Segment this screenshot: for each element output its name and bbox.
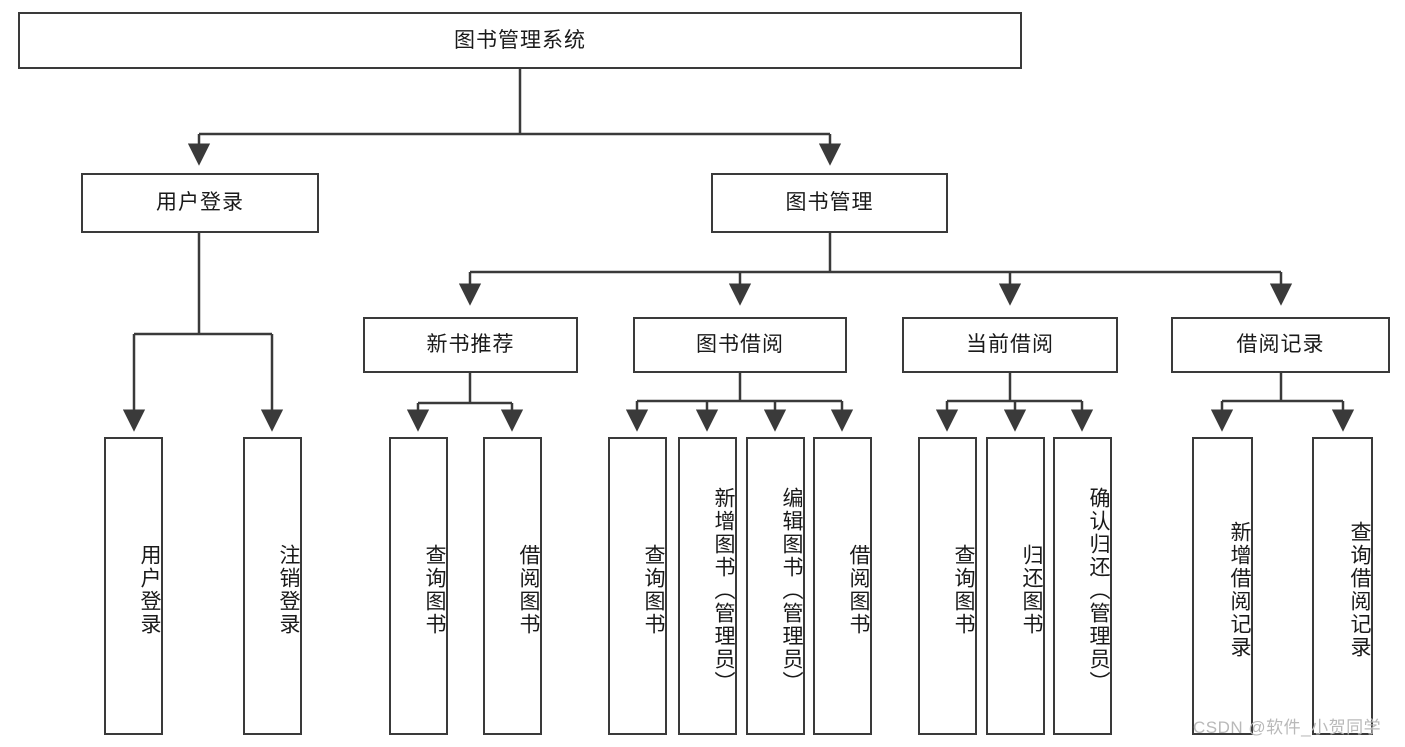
leaf-query-borrow-record[interactable]: 查询借阅记录 xyxy=(1312,437,1373,735)
node-label: 确认归还（管理员） xyxy=(1087,486,1110,694)
node-label: 借阅图书 xyxy=(517,544,540,636)
node-label: 当前借阅 xyxy=(966,333,1054,357)
node-label: 图书管理系统 xyxy=(454,28,586,52)
leaf-edit-book-admin[interactable]: 编辑图书（管理员） xyxy=(746,437,805,735)
node-label: 借阅记录 xyxy=(1236,333,1325,357)
leaf-confirm-return-admin[interactable]: 确认归还（管理员） xyxy=(1053,437,1112,735)
node-book-borrow[interactable]: 图书借阅 xyxy=(633,317,847,373)
node-borrow-record[interactable]: 借阅记录 xyxy=(1171,317,1390,373)
node-label: 归还图书 xyxy=(1020,544,1043,636)
node-label: 查询图书 xyxy=(642,544,665,636)
node-book-management-system[interactable]: 图书管理系统 xyxy=(18,12,1022,69)
leaf-logout-login[interactable]: 注销登录 xyxy=(243,437,302,735)
node-label: 编辑图书（管理员） xyxy=(780,486,803,694)
node-label: 新增借阅记录 xyxy=(1228,521,1251,659)
leaf-query-book-current[interactable]: 查询图书 xyxy=(918,437,977,735)
node-current-borrow[interactable]: 当前借阅 xyxy=(902,317,1118,373)
leaf-borrow-book-new-book[interactable]: 借阅图书 xyxy=(483,437,542,735)
node-new-book-recommend[interactable]: 新书推荐 xyxy=(363,317,578,373)
node-label: 用户登录 xyxy=(138,544,161,636)
node-user-login[interactable]: 用户登录 xyxy=(81,173,319,233)
node-label: 查询借阅记录 xyxy=(1348,521,1371,659)
leaf-user-login[interactable]: 用户登录 xyxy=(104,437,163,735)
node-label: 新增图书（管理员） xyxy=(712,486,735,694)
leaf-return-book[interactable]: 归还图书 xyxy=(986,437,1045,735)
node-label: 新书推荐 xyxy=(426,333,515,357)
leaf-add-borrow-record[interactable]: 新增借阅记录 xyxy=(1192,437,1253,735)
node-book-management[interactable]: 图书管理 xyxy=(711,173,948,233)
leaf-borrow-book[interactable]: 借阅图书 xyxy=(813,437,872,735)
leaf-query-book-borrow[interactable]: 查询图书 xyxy=(608,437,667,735)
node-label: 查询图书 xyxy=(952,544,975,636)
node-label: 用户登录 xyxy=(156,191,244,215)
leaf-query-book-new-book[interactable]: 查询图书 xyxy=(389,437,448,735)
node-label: 查询图书 xyxy=(423,544,446,636)
node-label: 借阅图书 xyxy=(847,544,870,636)
node-label: 注销登录 xyxy=(277,544,300,636)
leaf-add-book-admin[interactable]: 新增图书（管理员） xyxy=(678,437,737,735)
node-label: 图书管理 xyxy=(785,191,874,215)
csdn-watermark: CSDN @软件_小贺同学 xyxy=(1193,718,1382,737)
node-label: 图书借阅 xyxy=(696,333,784,357)
